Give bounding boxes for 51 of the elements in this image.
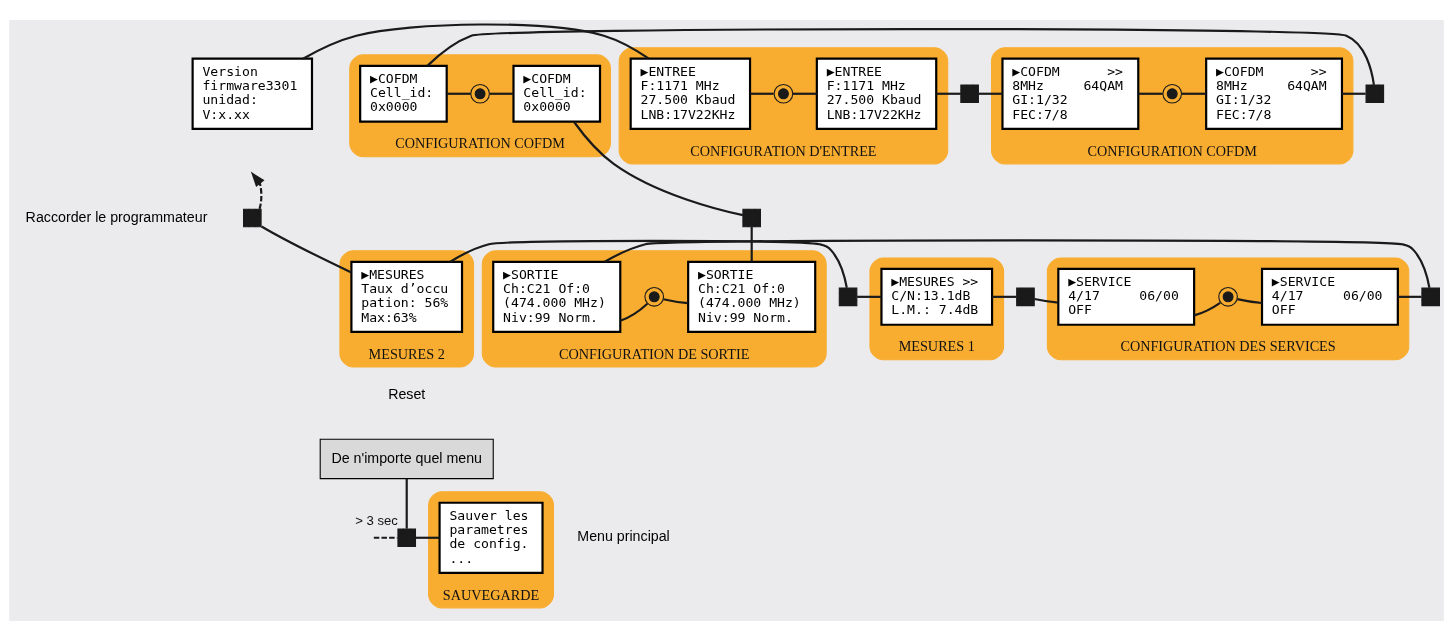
connector	[663, 297, 688, 304]
connector	[489, 92, 514, 95]
connector	[1237, 297, 1262, 304]
node-box: Version firmware3301 unidad: V:x.xx	[191, 57, 314, 130]
node-box: ▶MESURES Taux d’occu pation: 56% Max:63%	[350, 260, 464, 333]
connector	[978, 92, 1003, 95]
connector	[1398, 295, 1422, 298]
node-box: ▶SORTIE Ch:C21 Of:0 (474.000 MHz) Niv:99 Norm.	[687, 260, 817, 333]
connector	[1181, 92, 1206, 95]
connector	[604, 238, 1431, 288]
node-box: ▶SORTIE Ch:C21 Of:0 (474.000 MHz) Niv:99 Norm.	[492, 260, 622, 333]
connector	[405, 478, 408, 529]
label: Menu principal	[577, 527, 670, 544]
node-circle	[1162, 83, 1183, 104]
connector	[619, 302, 649, 322]
connector	[1034, 297, 1059, 304]
connector	[260, 225, 352, 273]
connector	[1138, 92, 1163, 95]
connector	[857, 295, 882, 298]
node-box: ▶COFDM Cell_id: 0x0000	[359, 64, 448, 123]
node-box: ▶MESURES >> C/N:13.1dB L.M.: 7.4dB	[880, 267, 994, 326]
connector	[792, 92, 817, 95]
node-box: ▶SERVICE 4/17 06/00 OFF	[1260, 267, 1399, 326]
connector	[302, 22, 650, 60]
connector	[750, 92, 774, 95]
node-box: ▶COFDM Cell_id: 0x0000	[512, 64, 602, 123]
node-box: ▶SERVICE 4/17 06/00 OFF	[1057, 267, 1196, 326]
connector	[1193, 301, 1221, 316]
node-circle	[470, 83, 490, 104]
connector	[426, 27, 1375, 85]
connector	[1342, 92, 1366, 95]
connector	[750, 226, 753, 262]
connector	[415, 536, 440, 539]
node-box: ▶COFDM >> 8MHz 64QAM GI:1/32 FEC:7/8	[1001, 57, 1140, 130]
node-circle	[1218, 286, 1238, 307]
connector	[573, 120, 744, 216]
node-box: ▶ENTREE F:1171 MHz 27.500 Kbaud LNB:17V22KHz	[629, 57, 752, 130]
connector	[936, 92, 961, 95]
label: Raccorder le programmateur	[25, 208, 208, 225]
connector	[992, 295, 1017, 298]
connector	[449, 239, 848, 288]
label: Reset	[388, 385, 426, 402]
node-box: Sauver les parametres de config. ...	[438, 501, 544, 574]
node-box: De n'importe quel menu	[319, 438, 494, 479]
node-circle	[644, 286, 665, 307]
node-box: ▶COFDM >> 8MHz 64QAM GI:1/32 FEC:7/8	[1205, 57, 1344, 130]
node-label: > 3 sec	[355, 512, 398, 528]
connector	[373, 536, 398, 539]
node-circle	[773, 83, 794, 104]
node-box: ▶ENTREE F:1171 MHz 27.500 Kbaud LNB:17V22KHz	[815, 57, 938, 130]
connector	[446, 92, 471, 95]
